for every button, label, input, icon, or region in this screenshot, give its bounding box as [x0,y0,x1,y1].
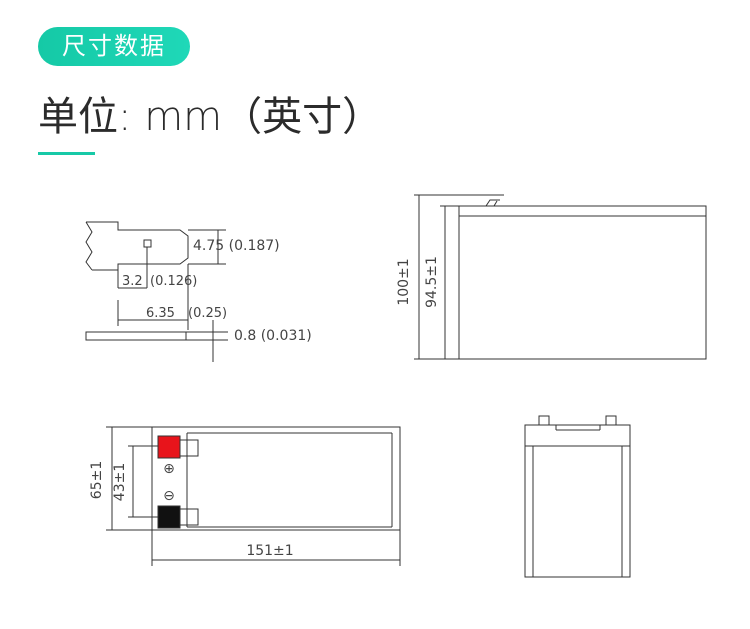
terminal-length-value: 6.35 [146,306,175,321]
negative-terminal [157,505,181,529]
section-badge: 尺寸数据 [38,27,190,66]
terminal-length-inch: (0.25) [188,306,227,321]
title-underline [38,152,95,155]
page-title: 单位: mm（英寸） [38,94,383,140]
positive-terminal [157,435,181,459]
terminal-width-label: 4.75 (0.187) [193,238,280,254]
length-label: 151±1 [246,543,293,559]
hole-position-inch: (0.126) [150,274,197,289]
positive-symbol: ⊕ [163,461,175,477]
total-height-label: 100±1 [396,258,412,305]
terminal-spacing-label: 43±1 [112,463,128,501]
negative-symbol: ⊖ [163,488,175,504]
terminal-thickness-label: 0.8 (0.031) [234,328,312,344]
side-view-drawing [414,194,707,360]
hole-position-value: 3.2 [122,274,143,289]
width-label: 65±1 [89,461,105,499]
body-height-label: 94.5±1 [424,256,440,308]
terminal-detail-drawing [85,221,228,362]
end-view-drawing [524,415,631,578]
